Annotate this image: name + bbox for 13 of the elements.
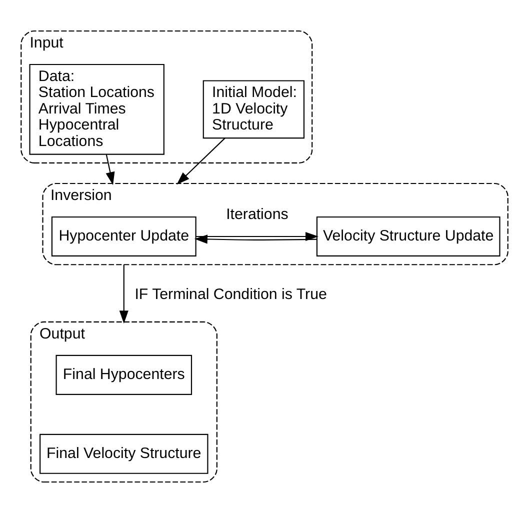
arrow [196,231,319,241]
arrow [119,264,128,324]
node-box: Velocity Structure Update [316,216,500,256]
arrow [106,154,115,185]
edge-label: Iterations [226,205,288,222]
node-box: Initial Model: 1D Velocity Structure [202,80,305,138]
node-box: Final Velocity Structure [40,433,208,474]
edge-label: IF Terminal Condition is True [134,285,327,302]
node-box: Hypocenter Update [51,216,196,256]
node-box: Data: Station Locations Arrival Times Hypocentral Locations [29,63,164,154]
node-box: Final Hypocenters [56,354,192,394]
arrow [194,234,317,244]
arrow [176,137,226,184]
